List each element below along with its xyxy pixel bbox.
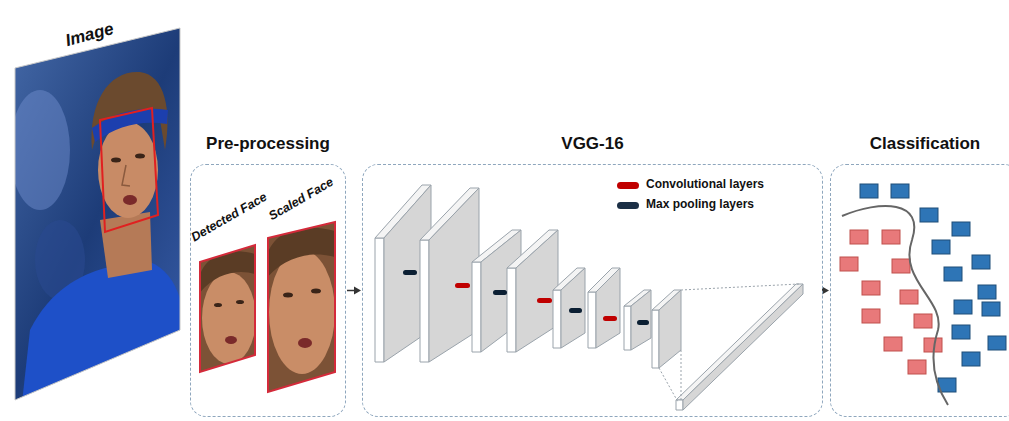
photo-node: Image bbox=[15, 5, 185, 405]
class-points bbox=[840, 184, 1006, 405]
arrow-head bbox=[822, 287, 829, 295]
result-box: Classification bbox=[830, 130, 1009, 417]
legend-label: Convolutional layers bbox=[646, 177, 764, 191]
legend-swatch bbox=[617, 202, 639, 209]
arrow-line bbox=[347, 290, 355, 292]
arrow-head bbox=[354, 287, 361, 295]
layer-markers bbox=[403, 270, 649, 325]
photo bbox=[0, 0, 200, 421]
flow-arrow bbox=[347, 287, 361, 295]
network-box: VGG-16 bbox=[362, 130, 823, 417]
stage-box: Pre-processingDetected FaceScaled Face bbox=[190, 130, 346, 417]
layer-slabs bbox=[375, 185, 803, 410]
box-title: Detected Face bbox=[189, 190, 269, 245]
dashed-frame bbox=[830, 164, 1009, 417]
legend-label: Max pooling layers bbox=[646, 197, 754, 211]
flow-arrow bbox=[822, 287, 829, 295]
box-title: Image bbox=[63, 19, 116, 51]
legend-swatch bbox=[617, 182, 639, 189]
face-thumbnail bbox=[195, 240, 260, 380]
box-title: Pre-processing bbox=[190, 134, 346, 154]
box-title: Classification bbox=[830, 134, 1009, 154]
face-crop: Detected Face bbox=[196, 192, 262, 377]
box-title: VGG-16 bbox=[362, 134, 823, 154]
face-crop: Scaled Face bbox=[266, 174, 336, 396]
box-title: Scaled Face bbox=[266, 175, 336, 223]
face-thumbnail bbox=[262, 215, 342, 400]
